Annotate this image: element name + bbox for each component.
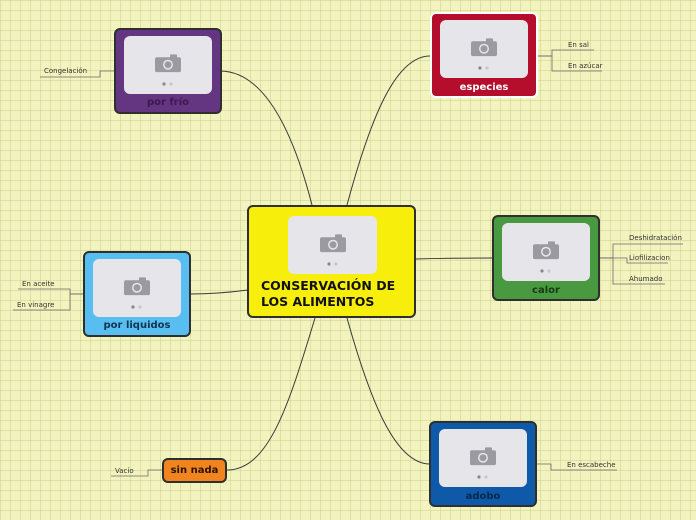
branch-especies[interactable]: especies (430, 12, 538, 98)
leaf-en-vinagre[interactable]: En vinagre (17, 301, 55, 309)
image-placeholder (440, 20, 528, 78)
camera-icon (124, 277, 150, 296)
camera-icon (155, 54, 181, 73)
camera-icon (470, 447, 496, 466)
image-placeholder (502, 223, 590, 281)
image-placeholder (124, 36, 212, 94)
pager-dots-icon (131, 305, 142, 309)
branch-label: por liquidos (103, 320, 171, 331)
leaf-en-sal[interactable]: En sal (568, 41, 589, 49)
branch-por-liquidos[interactable]: por liquidos (83, 251, 191, 337)
image-placeholder (288, 216, 377, 274)
leaf-liofilizacion[interactable]: Liofilizacion (629, 254, 670, 262)
branch-label: sin nada (170, 465, 219, 476)
pager-dots-icon (477, 475, 488, 479)
camera-icon (533, 241, 559, 260)
leaf-vacio[interactable]: Vacío (115, 467, 134, 475)
leaf-congelacion[interactable]: Congelación (44, 67, 88, 75)
branch-label: calor (532, 285, 560, 296)
camera-icon (319, 234, 346, 253)
camera-icon (471, 38, 497, 57)
central-topic[interactable]: CONSERVACIÓN DE LOS ALIMENTOS (247, 205, 416, 318)
leaf-en-azucar[interactable]: En azúcar (568, 62, 603, 70)
image-placeholder (439, 429, 527, 487)
branch-calor[interactable]: calor (492, 215, 600, 301)
image-placeholder (93, 259, 181, 317)
branch-sin-nada[interactable]: sin nada (162, 458, 227, 483)
leaf-deshidratacion[interactable]: Deshidratación (629, 234, 682, 242)
branch-por-frio[interactable]: por frío (114, 28, 222, 114)
branch-label: por frío (146, 97, 190, 108)
pager-dots-icon (162, 82, 173, 86)
pager-dots-icon (326, 262, 338, 266)
branch-label: adobo (465, 491, 501, 502)
branch-adobo[interactable]: adobo (429, 421, 537, 507)
branch-label: especies (459, 82, 509, 93)
pager-dots-icon (540, 269, 551, 273)
central-topic-title: CONSERVACIÓN DE LOS ALIMENTOS (261, 278, 396, 309)
leaf-ahumado[interactable]: Ahumado (629, 275, 663, 283)
pager-dots-icon (478, 66, 489, 70)
leaf-en-aceite[interactable]: En aceite (22, 280, 55, 288)
leaf-en-escabeche[interactable]: En escabeche (567, 461, 616, 469)
